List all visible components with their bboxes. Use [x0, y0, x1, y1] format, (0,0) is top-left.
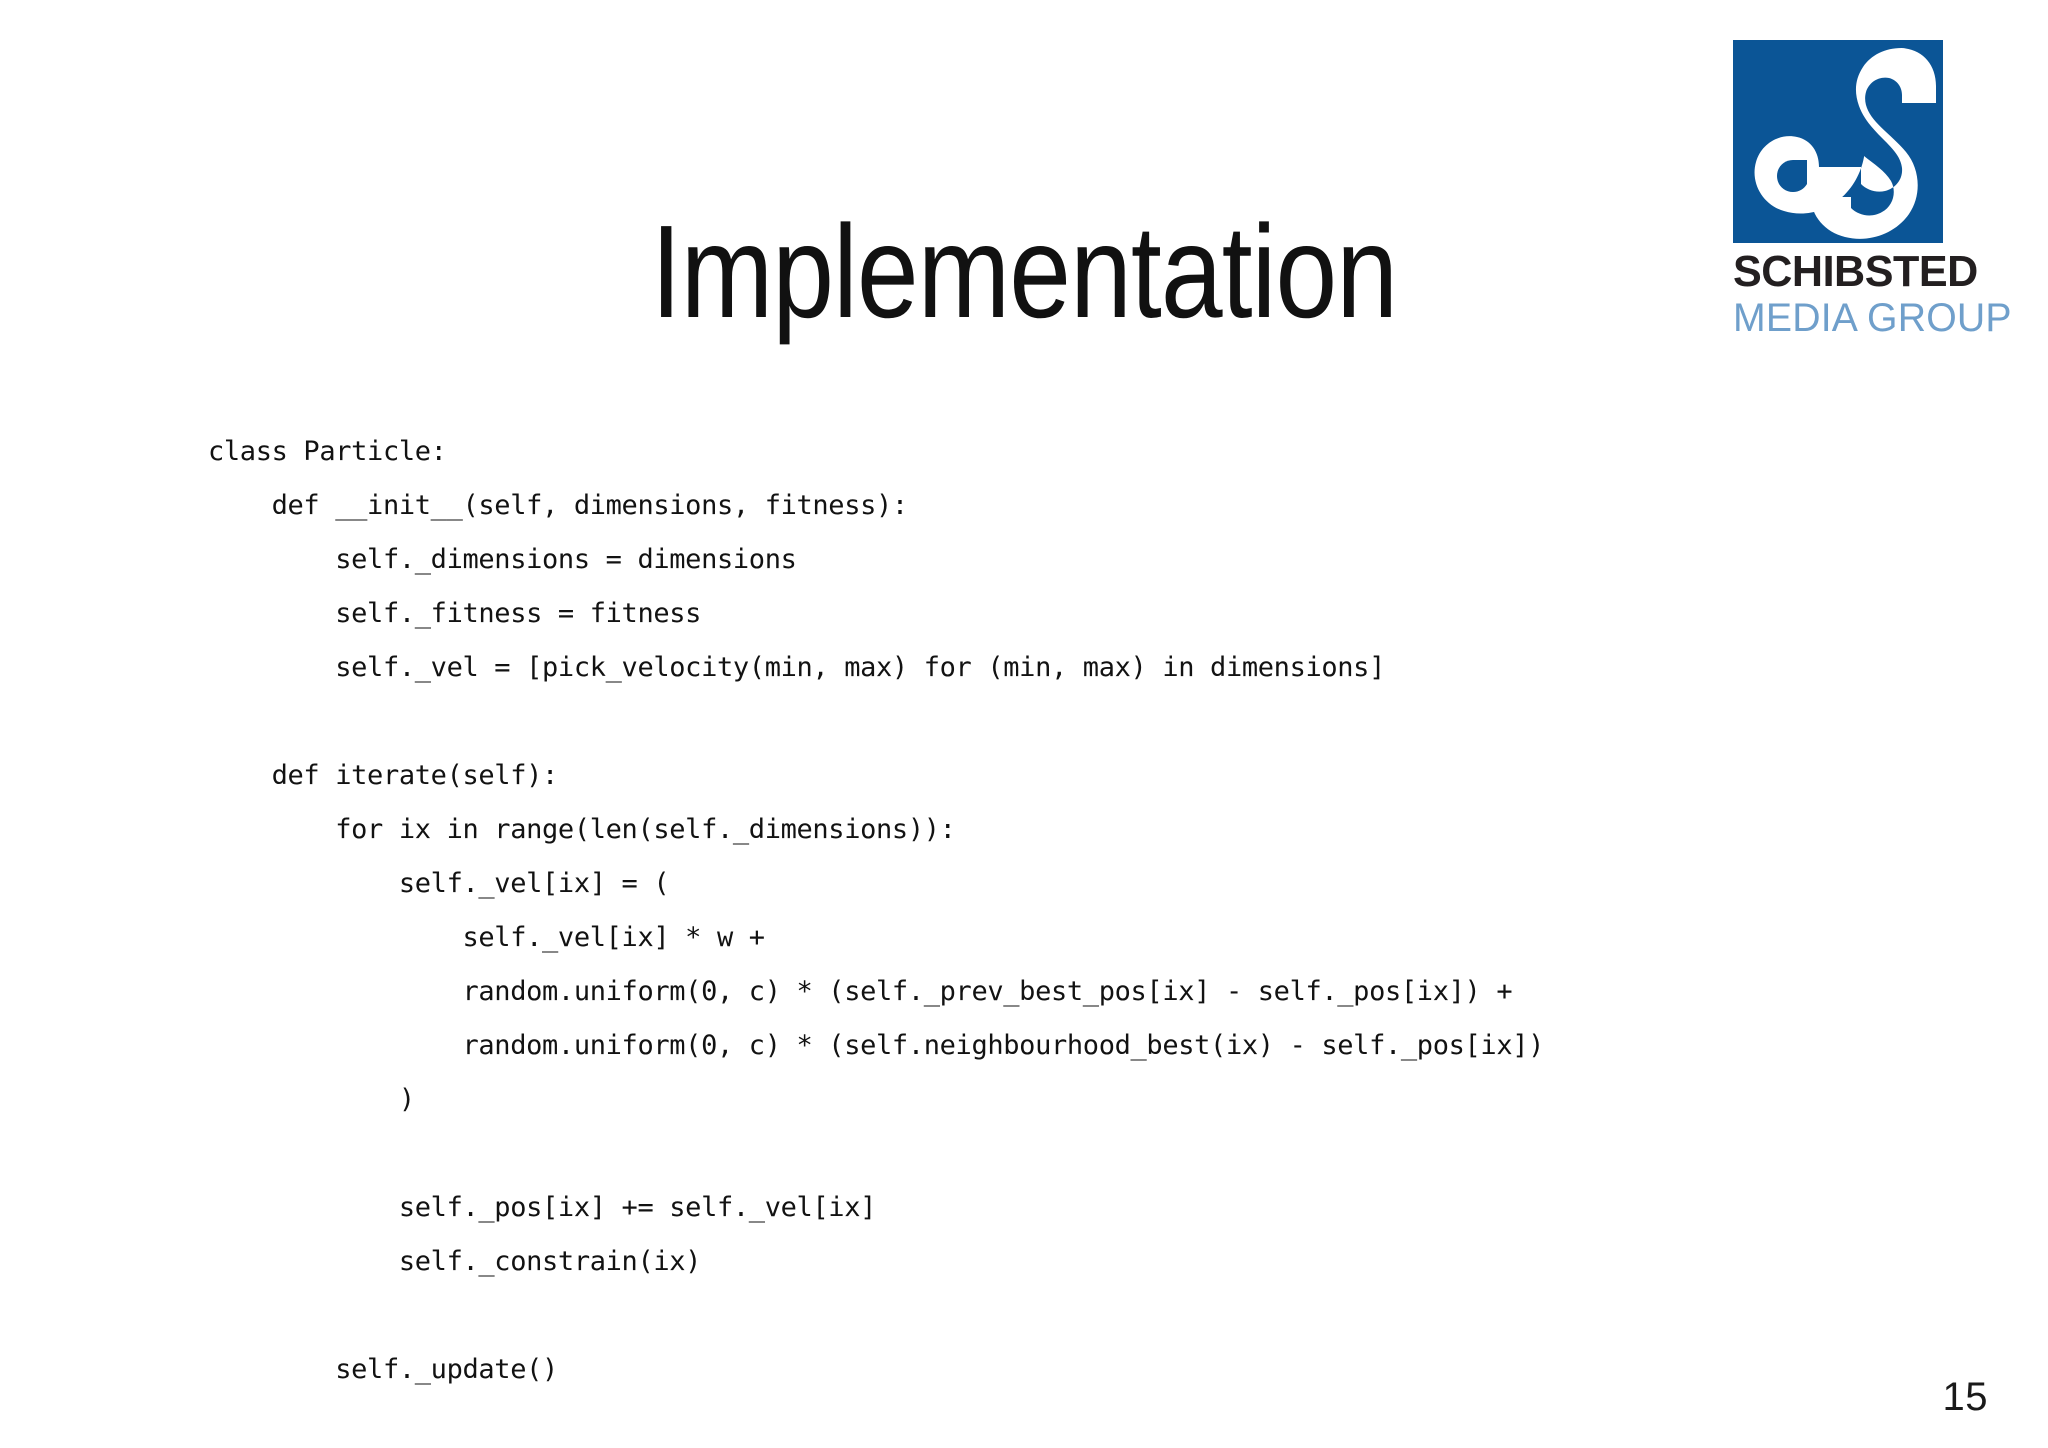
- schibsted-s-mark-icon: [1733, 40, 1943, 243]
- code-line: def iterate(self):: [208, 760, 559, 791]
- code-line: self._update(): [208, 1354, 558, 1385]
- code-line: def __init__(self, dimensions, fitness):: [208, 490, 909, 521]
- code-line: self._constrain(ix): [208, 1246, 702, 1277]
- code-line: self._pos[ix] += self._vel[ix]: [208, 1192, 877, 1223]
- logo-tagline-text: MEDIA GROUP: [1733, 296, 2012, 340]
- code-line: [208, 695, 1544, 749]
- code-line: for ix in range(len(self._dimensions)):: [208, 814, 956, 845]
- code-block: class Particle: def __init__(self, dimen…: [208, 425, 1544, 1397]
- code-line: random.uniform(0, c) * (self._prev_best_…: [208, 976, 1513, 1007]
- code-line: random.uniform(0, c) * (self.neighbourho…: [208, 1030, 1545, 1061]
- code-line: self._vel = [pick_velocity(min, max) for…: [208, 652, 1385, 683]
- code-line: class Particle:: [208, 436, 447, 467]
- code-line: self._vel[ix] * w +: [208, 922, 765, 953]
- page-number: 15: [1942, 1375, 1988, 1419]
- code-line: [208, 1289, 1544, 1343]
- page-title: Implementation: [650, 198, 1398, 346]
- code-line: self._dimensions = dimensions: [208, 544, 797, 575]
- logo-brand-text: SCHIBSTED: [1733, 247, 1978, 296]
- code-line: ): [208, 1084, 415, 1115]
- code-line: self._fitness = fitness: [208, 598, 702, 629]
- brand-logo: SCHIBSTED MEDIA GROUP: [1733, 40, 2012, 340]
- code-line: self._vel[ix] = (: [208, 868, 670, 899]
- code-line: [208, 1127, 1544, 1181]
